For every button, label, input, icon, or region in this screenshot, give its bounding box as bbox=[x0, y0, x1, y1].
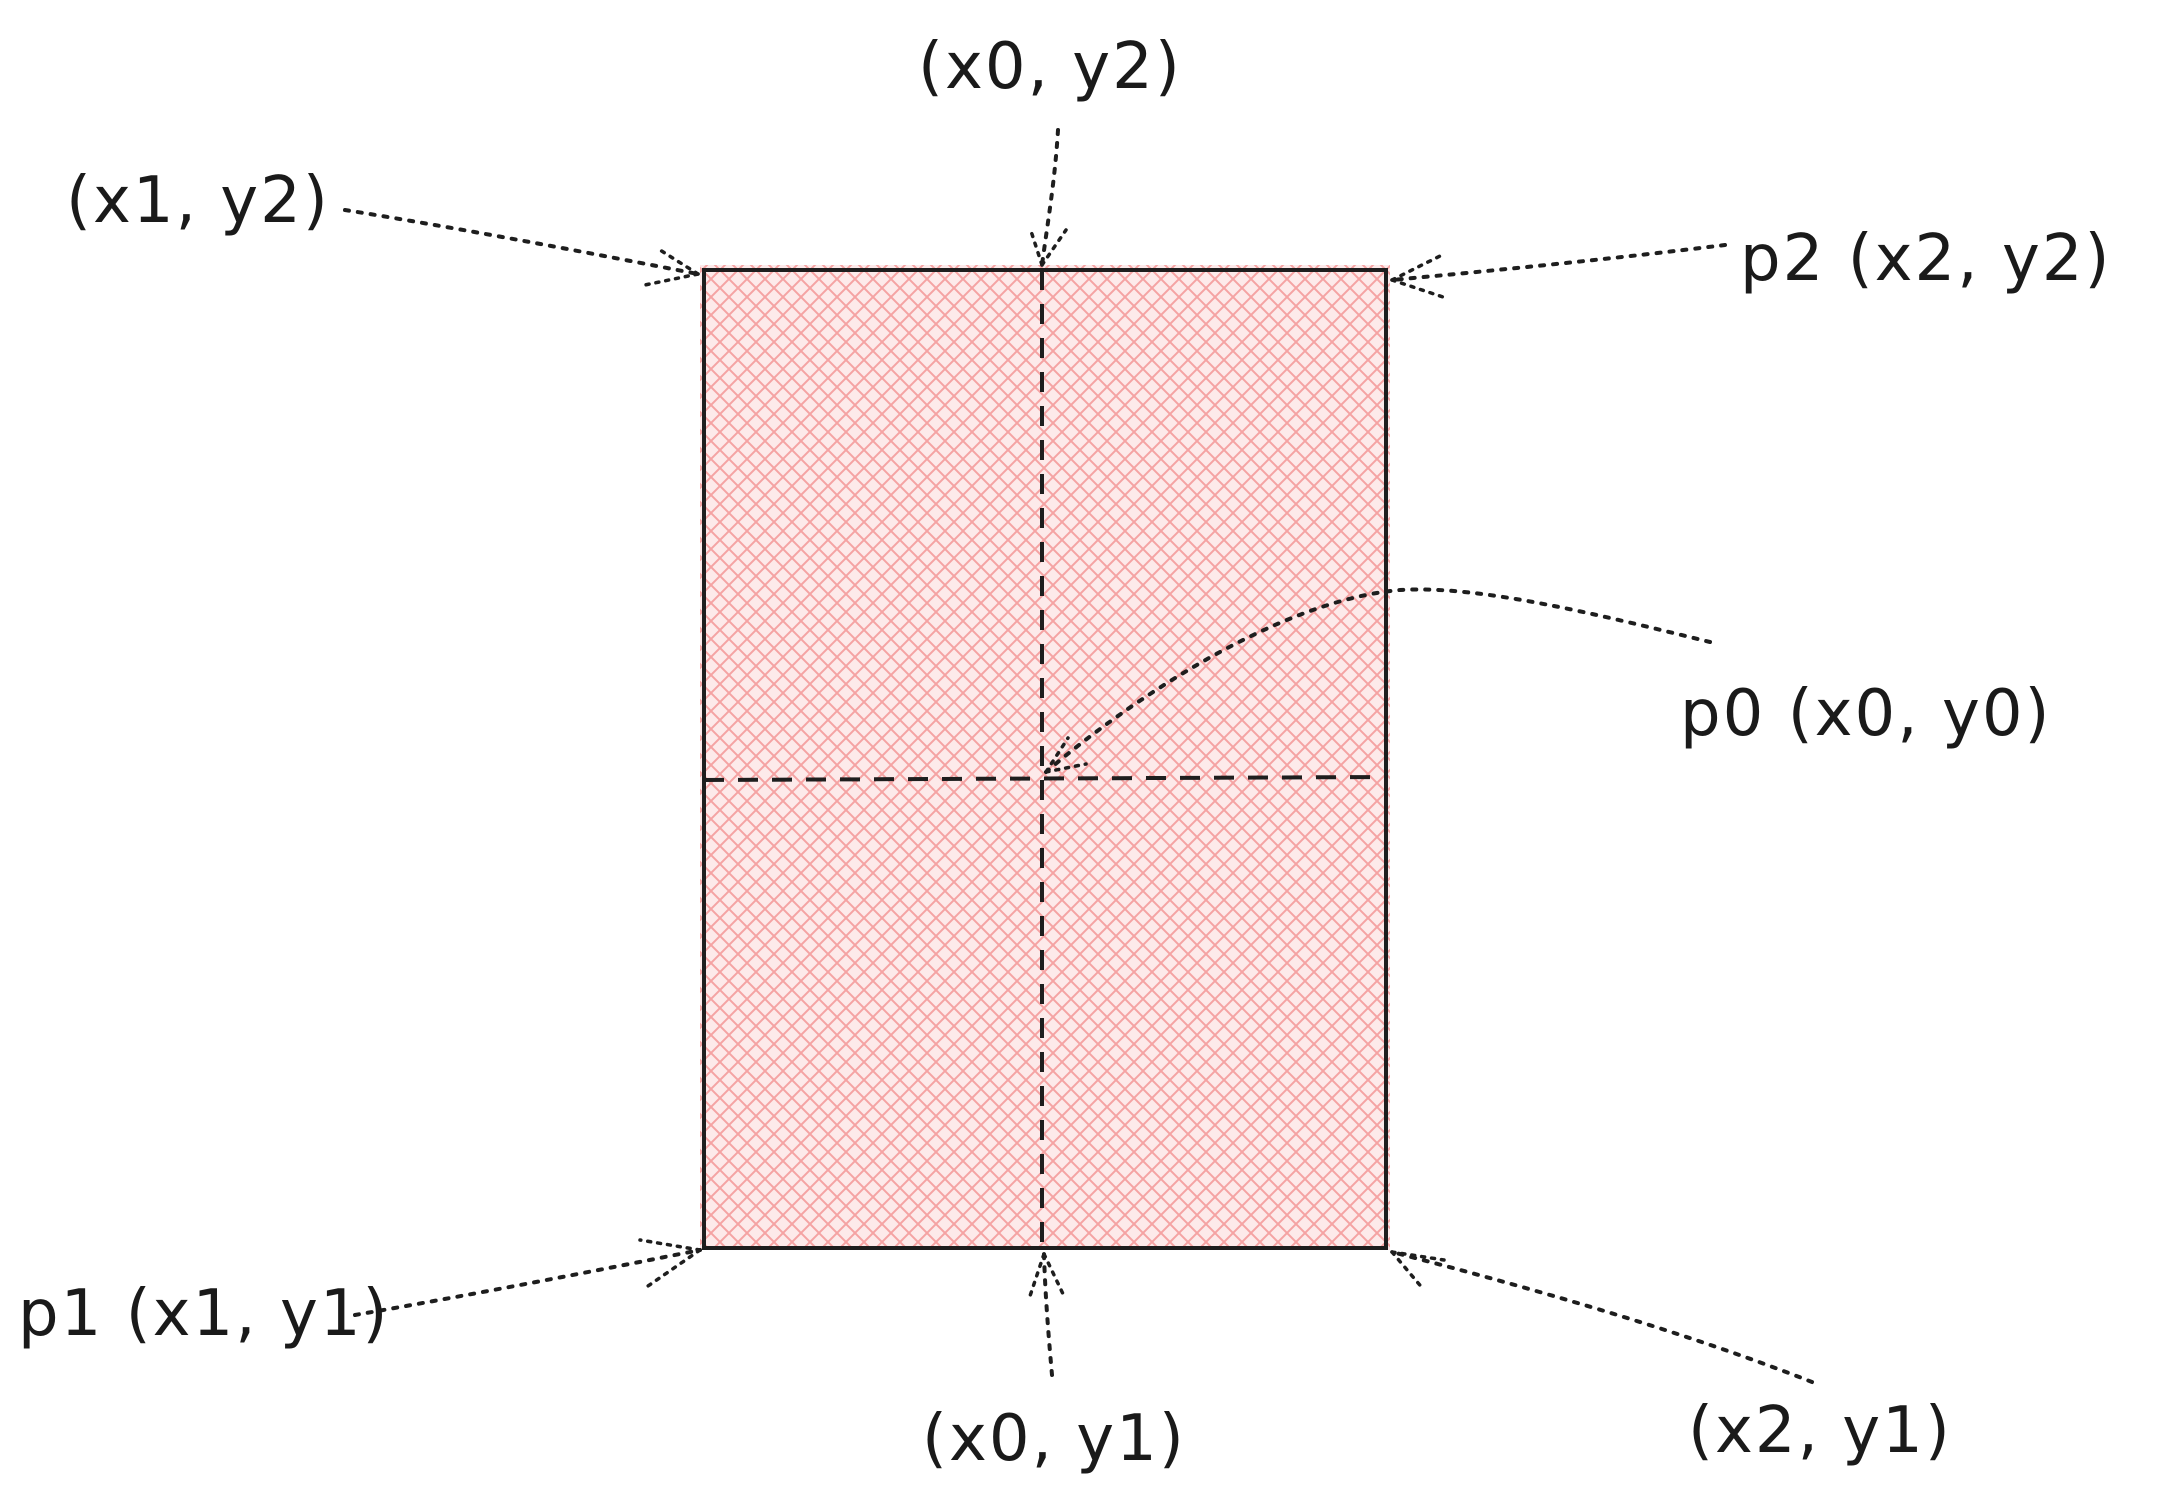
label-bottom-right: (x2, y1) bbox=[1688, 1394, 1952, 1468]
horizontal-center-guide bbox=[703, 775, 1387, 782]
label-top-center: (x0, y2) bbox=[918, 30, 1182, 104]
arrow-top-right bbox=[1390, 243, 1727, 300]
arrow-top-left bbox=[343, 208, 700, 288]
label-center: p0 (x0, y0) bbox=[1680, 677, 2052, 751]
arrow-bottom-center bbox=[1028, 1252, 1066, 1377]
arrow-bottom-right bbox=[1390, 1250, 1814, 1384]
label-top-left: (x1, y2) bbox=[66, 164, 330, 238]
label-bottom-center: (x0, y1) bbox=[922, 1402, 1186, 1476]
arrow-center bbox=[1044, 587, 1712, 774]
arrow-top-center bbox=[1028, 128, 1068, 267]
rectangle-fill bbox=[700, 265, 1390, 1250]
arrow-bottom-left bbox=[353, 1238, 702, 1317]
label-bottom-left: p1 (x1, y1) bbox=[18, 1277, 390, 1351]
rectangle-outline bbox=[702, 268, 1388, 1250]
label-top-right: p2 (x2, y2) bbox=[1740, 222, 2112, 296]
